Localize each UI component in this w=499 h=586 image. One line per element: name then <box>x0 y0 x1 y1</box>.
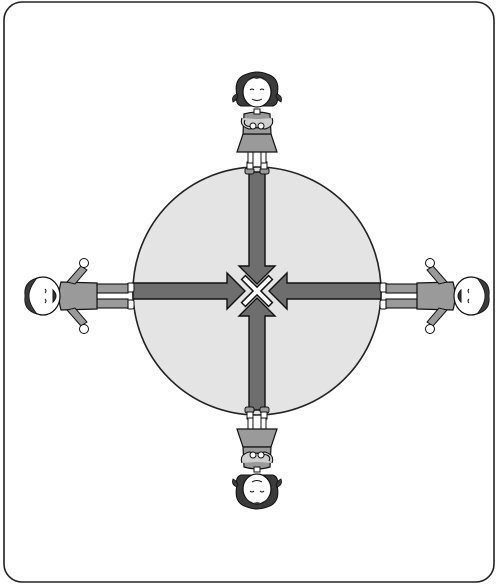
boy-figure-left-icon <box>25 259 134 334</box>
girl-figure-bottom-icon <box>233 407 282 509</box>
boy-figure-right-icon <box>380 259 489 334</box>
girl-figure-top-icon <box>233 72 282 174</box>
